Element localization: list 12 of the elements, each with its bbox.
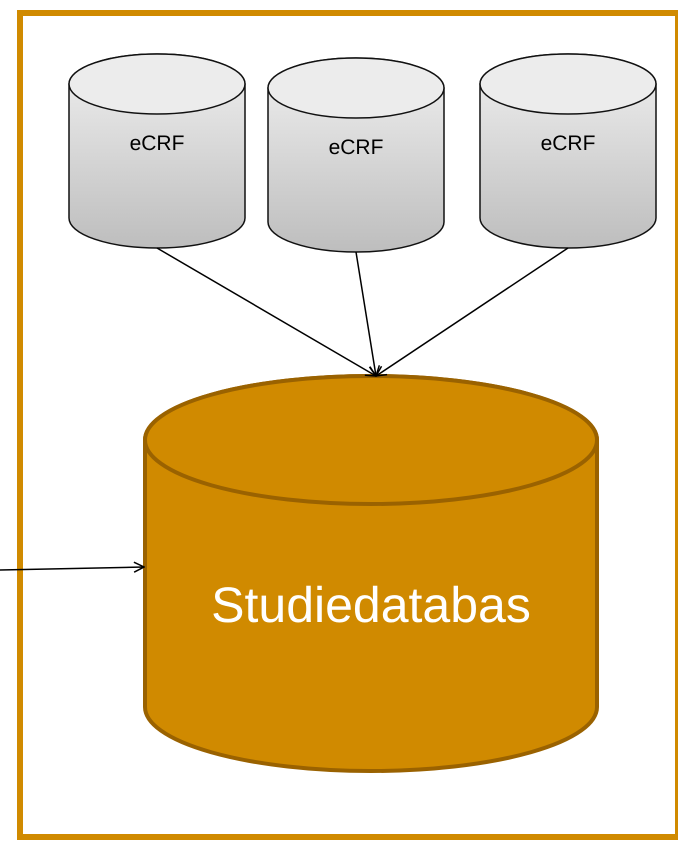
database-cylinder (267, 58, 445, 252)
database-cylinder (144, 376, 598, 771)
node-label: eCRF (540, 132, 596, 156)
arrow (156, 247, 377, 377)
node-label: eCRF (328, 136, 384, 160)
arrow (375, 247, 568, 377)
frame-box (17, 10, 678, 840)
database-cylinder (68, 54, 246, 248)
node-label: Studiedatabas (210, 576, 532, 634)
arrow (0, 561, 145, 573)
node-label: eCRF (128, 132, 186, 156)
database-cylinder (479, 54, 657, 248)
